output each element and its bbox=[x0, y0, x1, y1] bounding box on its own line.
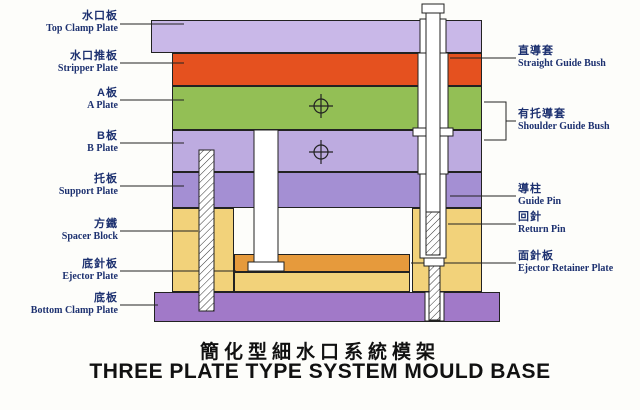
leader-lines bbox=[120, 23, 516, 306]
label-b-plate: B板 B Plate bbox=[0, 130, 118, 155]
return-pin-head bbox=[423, 257, 445, 267]
return-pin bbox=[423, 257, 445, 322]
label-top-clamp-plate: 水口板 Top Clamp Plate bbox=[0, 10, 118, 35]
label-cn: 底針板 bbox=[82, 258, 118, 270]
label-stripper-plate: 水口推板 Stripper Plate bbox=[0, 50, 118, 75]
label-cn: 回針 bbox=[518, 211, 542, 223]
label-ejector-retainer-plate: 面針板 Ejector Retainer Plate bbox=[518, 250, 640, 275]
label-support-plate: 托板 Support Plate bbox=[0, 173, 118, 198]
label-cn: 導柱 bbox=[518, 183, 542, 195]
label-en: Return Pin bbox=[518, 224, 566, 235]
label-bottom-clamp-plate: 底板 Bottom Clamp Plate bbox=[0, 292, 118, 317]
support-pillar bbox=[247, 129, 285, 272]
guide-pin-cap bbox=[421, 3, 445, 14]
label-cn: 水口推板 bbox=[70, 50, 118, 62]
label-en: Shoulder Guide Bush bbox=[518, 121, 610, 132]
screw-hole-symbols bbox=[309, 94, 333, 164]
label-en: Support Plate bbox=[58, 186, 118, 197]
guide-pin-assembly bbox=[412, 3, 454, 259]
label-en: Guide Pin bbox=[518, 196, 562, 207]
label-en: Top Clamp Plate bbox=[46, 23, 118, 34]
label-straight-guide-bush: 直導套 Straight Guide Bush bbox=[518, 45, 640, 70]
label-cn: A板 bbox=[97, 87, 118, 99]
title-chinese: 簡化型細水口系統模架 bbox=[199, 342, 440, 363]
socket-screw bbox=[198, 149, 215, 312]
label-cn: B板 bbox=[97, 130, 118, 142]
label-en: Bottom Clamp Plate bbox=[30, 305, 118, 316]
label-cn: 面針板 bbox=[518, 250, 554, 262]
label-cn: 直導套 bbox=[518, 45, 554, 57]
label-en: Spacer Block bbox=[61, 231, 118, 242]
label-cn: 有托導套 bbox=[518, 108, 566, 120]
label-spacer-block: 方鐵 Spacer Block bbox=[0, 218, 118, 243]
return-pin-shaft bbox=[428, 265, 441, 321]
label-en: Stripper Plate bbox=[57, 63, 118, 74]
label-en: A Plate bbox=[87, 100, 118, 111]
label-en: Ejector Retainer Plate bbox=[518, 263, 614, 274]
label-cn: 托板 bbox=[94, 173, 118, 185]
label-a-plate: A板 A Plate bbox=[0, 87, 118, 112]
label-ejector-plate: 底針板 Ejector Plate bbox=[0, 258, 118, 283]
label-cn: 底板 bbox=[94, 292, 118, 304]
label-guide-pin: 導柱 Guide Pin bbox=[518, 183, 640, 208]
title-english: THREE PLATE TYPE SYSTEM MOULD BASE bbox=[89, 360, 551, 383]
label-en: Ejector Plate bbox=[62, 271, 118, 282]
ejector-plate bbox=[234, 272, 410, 292]
label-return-pin: 回針 Return Pin bbox=[518, 211, 640, 236]
label-cn: 方鐵 bbox=[94, 218, 118, 230]
guide-pin-hatched-end bbox=[425, 211, 441, 256]
label-en: Straight Guide Bush bbox=[518, 58, 606, 69]
label-cn: 水口板 bbox=[82, 10, 118, 22]
label-shoulder-guide-bush: 有托導套 Shoulder Guide Bush bbox=[518, 108, 640, 133]
label-en: B Plate bbox=[87, 143, 118, 154]
leader-shoulder-guide-bush-bracket bbox=[484, 101, 516, 141]
